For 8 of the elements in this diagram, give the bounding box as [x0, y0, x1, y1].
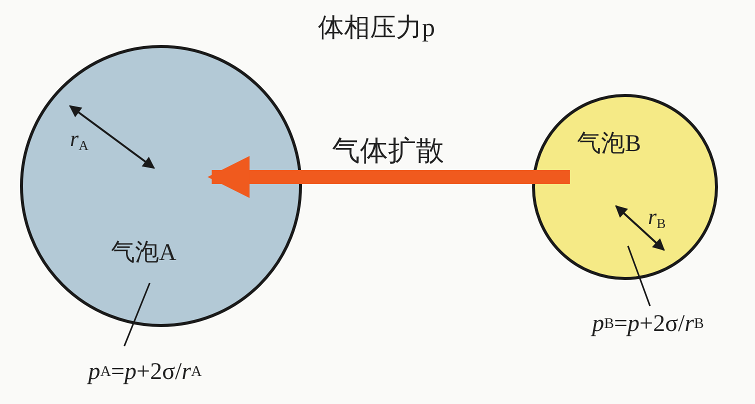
leader-line	[124, 282, 150, 346]
bubble-label: 气泡A	[111, 239, 176, 268]
title: 体相压力p	[318, 12, 435, 44]
bubble-label: 气泡B	[577, 130, 642, 159]
radius-label: r$_{B}$	[648, 204, 666, 232]
diffusion-arrow	[208, 156, 570, 198]
radius-label: r$_{A}$	[70, 126, 88, 154]
leader-line	[627, 246, 651, 306]
